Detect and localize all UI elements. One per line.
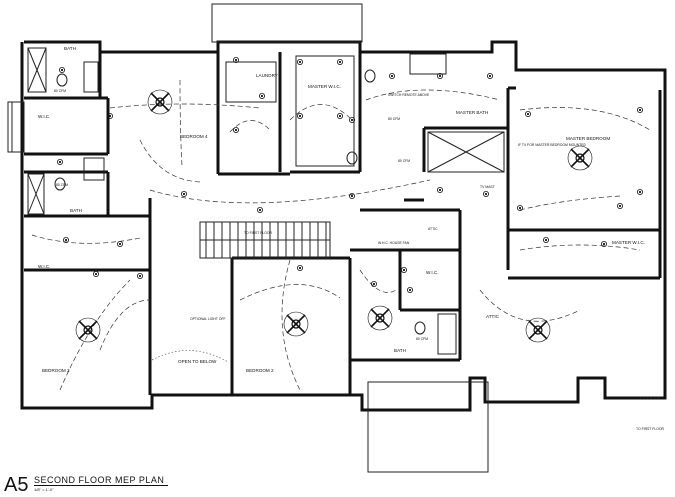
note-cfm-5: 80 CFM xyxy=(388,117,400,121)
recessed-light-icon xyxy=(296,59,303,66)
light-fixtures xyxy=(57,57,644,293)
recessed-light-icon xyxy=(93,270,100,277)
recessed-light-icon xyxy=(525,111,532,118)
ceiling-fan-icon xyxy=(567,145,593,171)
note-switch: SWITCH REMOTE ABOVE xyxy=(388,93,430,97)
recessed-light-icon xyxy=(543,236,550,243)
recessed-light-icon xyxy=(388,73,395,80)
recessed-light-icon xyxy=(232,127,239,134)
label-master-bedroom: MASTER BEDROOM xyxy=(566,136,610,141)
note-to-first-floor: TO FIRST FLOOR xyxy=(244,231,272,235)
note-cfm-3: 80 CFM xyxy=(398,159,410,163)
recessed-light-icon xyxy=(617,202,624,209)
stairs xyxy=(199,221,331,259)
recessed-light-icon xyxy=(117,240,124,247)
label-laundry: LAUNDRY xyxy=(256,73,278,78)
recessed-light-icon xyxy=(482,190,489,197)
label-master-wic: MASTER W.I.C. xyxy=(308,84,341,89)
note-optional-light: OPTIONAL LIGHT OFF xyxy=(190,317,226,321)
label-bedroom3: BEDROOM 3 xyxy=(42,368,70,373)
label-open-below: OPEN TO BELOW xyxy=(178,359,217,364)
label-wic-center: W.I.C. xyxy=(426,270,439,275)
label-bath-center: BATH xyxy=(394,348,406,353)
recessed-light-icon xyxy=(400,266,407,273)
drawing-scale: 1/8" = 1'-0" xyxy=(34,487,54,492)
drawing-title: SECOND FLOOR MEP PLAN xyxy=(34,475,169,486)
label-bath-left: BATH xyxy=(70,208,82,213)
label-bedroom4: BEDROOM 4 xyxy=(180,134,208,139)
label-attic: ATTIC xyxy=(486,314,500,319)
recessed-light-icon xyxy=(336,113,343,120)
label-attic-small: ATTIC xyxy=(428,227,438,231)
wiring-runs xyxy=(31,79,651,391)
note-cfm-2: 80 CFM xyxy=(56,183,68,187)
ceiling-fans xyxy=(75,89,593,343)
drawing-title-block: A5 SECOND FLOOR MEP PLAN 1/8" = 1'-0" xyxy=(4,474,244,496)
recessed-light-icon xyxy=(59,67,66,74)
recessed-light-icon xyxy=(256,206,263,213)
recessed-light-icon xyxy=(296,264,303,271)
recessed-light-icon xyxy=(486,73,493,80)
recessed-light-icon xyxy=(336,59,343,66)
recessed-light-icon xyxy=(296,113,303,120)
recessed-light-icon xyxy=(436,73,443,80)
plumbing-fixtures xyxy=(27,47,505,355)
recessed-light-icon xyxy=(57,158,64,165)
interior-walls xyxy=(24,52,662,395)
balcony-outline xyxy=(211,3,363,43)
recessed-light-icon xyxy=(637,188,644,195)
recessed-light-icon xyxy=(136,272,143,279)
recessed-light-icon xyxy=(232,57,239,64)
recessed-light-icon xyxy=(517,204,524,211)
label-master-bath: MASTER BATH xyxy=(456,110,488,115)
recessed-light-icon xyxy=(637,107,644,114)
note-house-fan: W.H.C. HOUSE FAN xyxy=(378,241,410,245)
ceiling-fan-icon xyxy=(525,317,551,343)
recessed-light-icon xyxy=(258,93,265,100)
note-tv-outlet: IF TV FOR MASTER BEDROOM MOUNTED xyxy=(518,143,586,147)
ceiling-fan-icon xyxy=(283,311,309,337)
note-to-first-floor-right: TO FIRST FLOOR xyxy=(636,427,664,431)
deck-outline xyxy=(367,381,489,473)
drawing-number: A5 xyxy=(4,474,29,496)
label-wic-lower: W.I.C. xyxy=(38,264,51,269)
ceiling-fan-icon xyxy=(147,89,173,115)
ceiling-fan-icon xyxy=(75,317,101,343)
recessed-light-icon xyxy=(63,236,70,243)
mep-notes: 80 CFM 80 CFM 80 CFM 80 CFM 80 CFM W.H.C… xyxy=(54,89,664,431)
label-bedroom2: BEDROOM 2 xyxy=(246,368,274,373)
recessed-light-icon xyxy=(348,192,355,199)
label-bath-top: BATH xyxy=(64,46,76,51)
recessed-light-icon xyxy=(107,113,114,120)
recessed-light-icon xyxy=(180,190,187,197)
label-wic-left: W.I.C. xyxy=(38,114,51,119)
note-cfm-4: 80 CFM xyxy=(416,337,428,341)
note-tv: TV MAST xyxy=(480,185,495,189)
bay-window xyxy=(7,101,25,153)
recessed-light-icon xyxy=(601,240,608,247)
recessed-light-icon xyxy=(370,280,377,287)
room-labels: BATH W.I.C. BATH W.I.C. BEDROOM 3 BEDROO… xyxy=(38,46,645,373)
note-cfm-1: 80 CFM xyxy=(54,89,66,93)
exterior-walls xyxy=(7,3,667,473)
label-master-wic-right: MASTER W.I.C. xyxy=(612,240,645,245)
recessed-light-icon xyxy=(436,186,443,193)
ceiling-fan-icon xyxy=(367,305,393,331)
recessed-light-icon xyxy=(406,286,413,293)
recessed-light-icon xyxy=(348,117,355,124)
